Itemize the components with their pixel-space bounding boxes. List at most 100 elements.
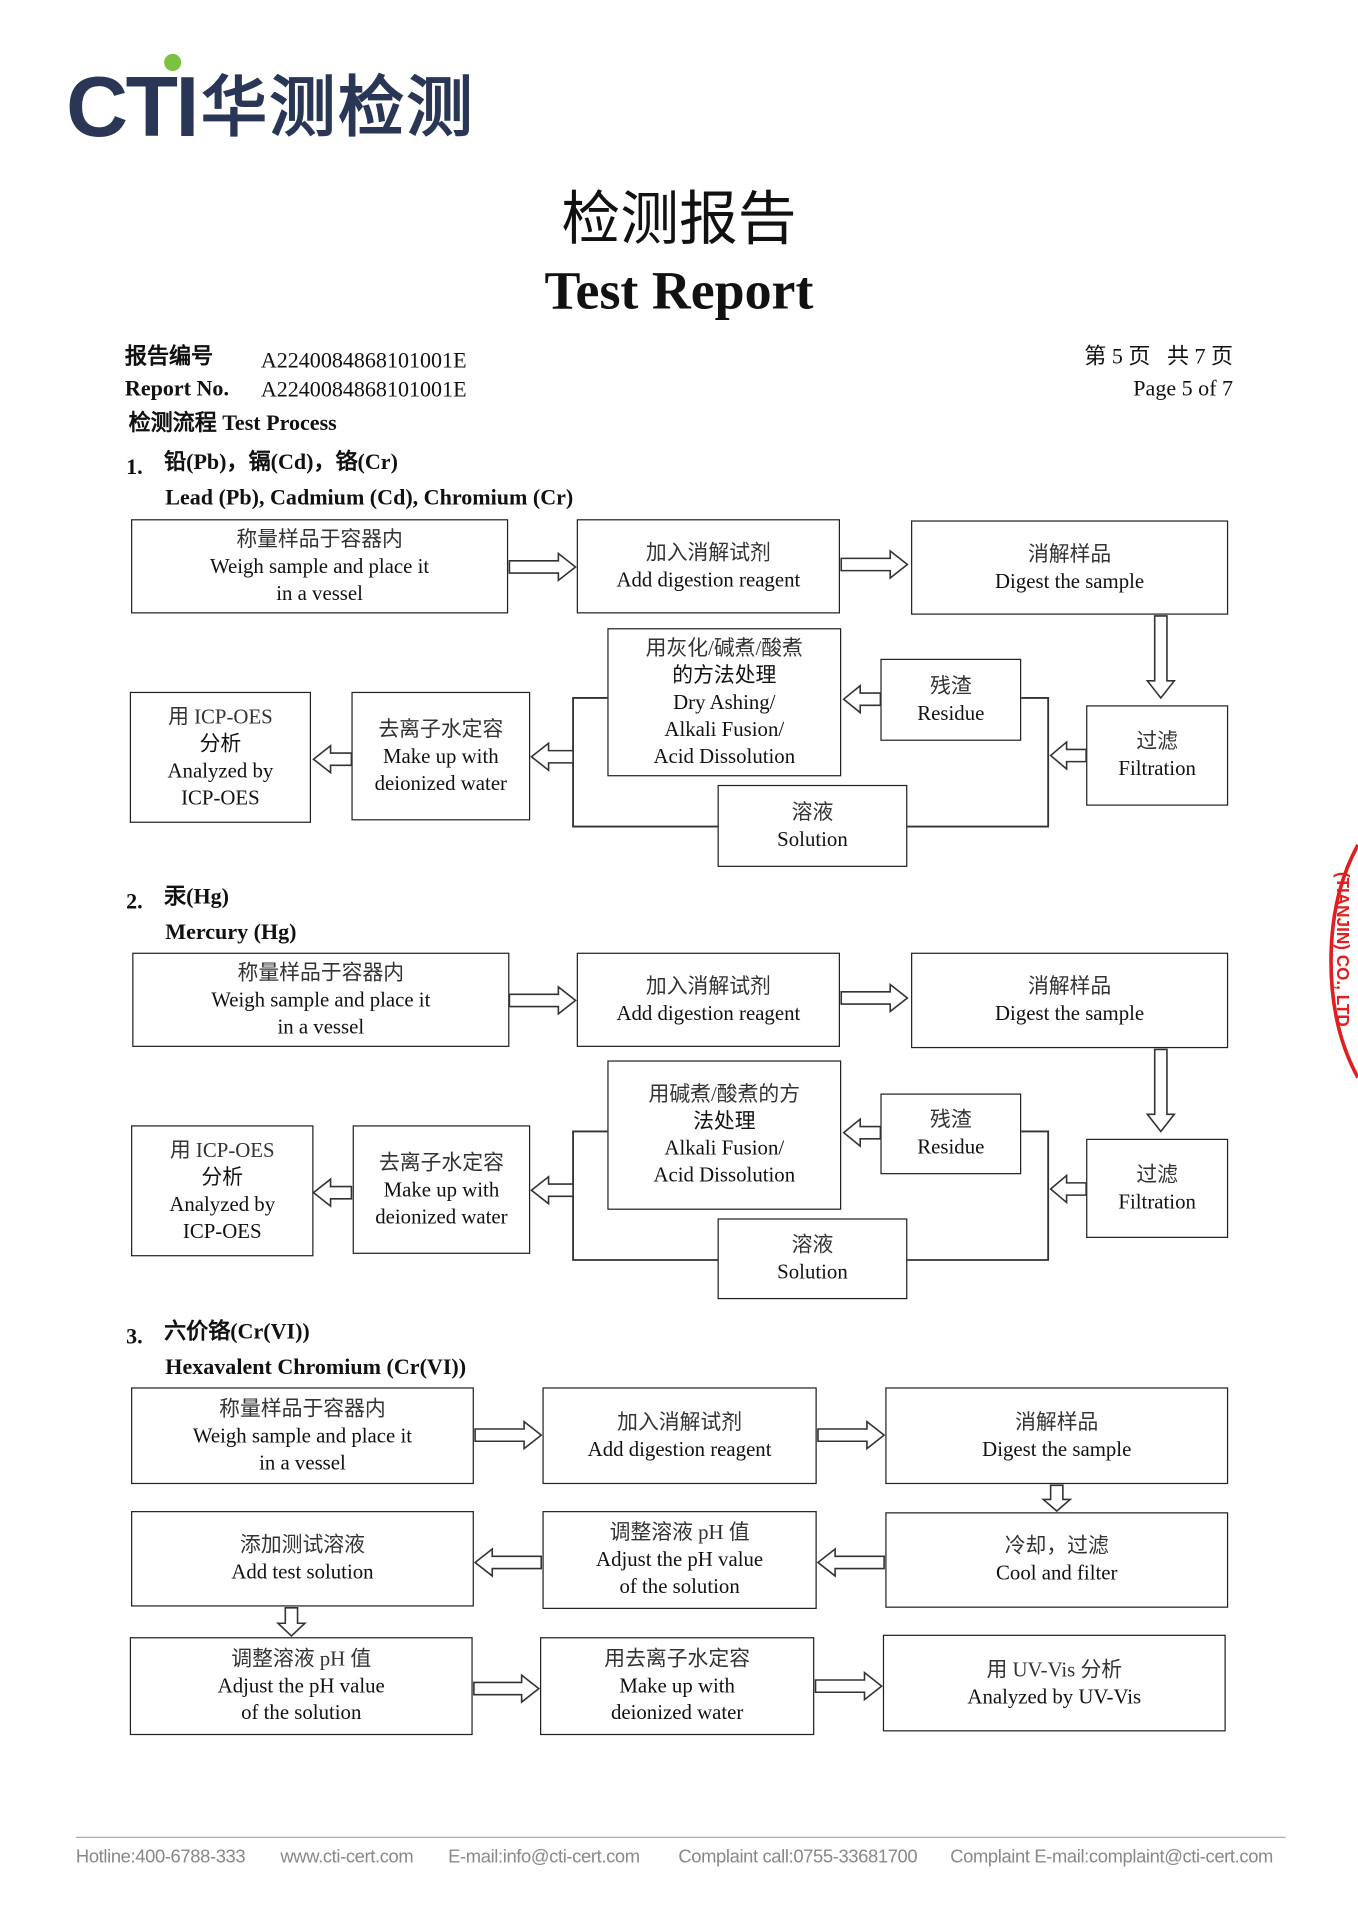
flow-connector-line — [907, 697, 1050, 828]
step-text: Alkali Fusion/ — [664, 1136, 785, 1160]
step-text: Acid Dissolution — [653, 743, 796, 768]
logo-chinese: 华测检测 — [200, 68, 476, 146]
step-box-uvvis-analysis: 用 UV-Vis 分析 Analyzed by UV-Vis — [882, 1634, 1226, 1732]
step-text: deionized water — [375, 1204, 508, 1228]
step-text: 法处理 — [693, 1109, 756, 1133]
step-text: 溶液 — [791, 800, 834, 824]
footer-complaint-call: Complaint call:0755-33681700 — [678, 1846, 918, 1868]
flow-arrow-icon — [473, 1547, 543, 1578]
step-text: 去离子水定容 — [378, 1150, 504, 1174]
flow-arrow-icon — [1049, 1173, 1087, 1205]
step-text: 加入消解试剂 — [645, 974, 771, 998]
step-text: ICP-OES — [181, 785, 260, 809]
step-text: Residue — [917, 701, 985, 725]
title-english: Test Report — [544, 260, 814, 321]
footer-complaint-email[interactable]: Complaint E-mail:complaint@cti-cert.com — [950, 1846, 1274, 1868]
step-text: in a vessel — [277, 1014, 365, 1038]
step-text: Filtration — [1118, 756, 1196, 781]
flow-arrow-icon — [1041, 1484, 1073, 1513]
step-text: Filtration — [1118, 1189, 1196, 1213]
step-text: Acid Dissolution — [653, 1163, 796, 1187]
step-text: 消解样品 — [1027, 974, 1112, 998]
footer-website[interactable]: www.cti-cert.com — [280, 1846, 414, 1868]
step-text: 溶液 — [791, 1233, 834, 1257]
step-text: 调整溶液 pH 值 — [609, 1520, 750, 1545]
step-text: Solution — [777, 827, 848, 851]
step-text: Make up with — [383, 1177, 500, 1201]
step-box-weigh-sample: 称量样品于容器内 Weigh sample and place it in a ve… — [131, 519, 509, 614]
step-text: 残渣 — [930, 1108, 972, 1132]
page-indicator-en: Page 5 of 7 — [1133, 375, 1234, 401]
step-text: 冷却，过滤 — [1004, 1534, 1109, 1558]
section-title-cn: 汞(Hg) — [164, 884, 229, 909]
step-text: 称量样品于容器内 — [236, 527, 403, 551]
step-text: Analyzed by — [167, 758, 274, 782]
step-text: Make up with — [383, 743, 499, 768]
section-title-en: Hexavalent Chromium (Cr(VI)) — [165, 1354, 467, 1379]
flow-arrow-icon — [840, 982, 909, 1014]
step-text: in a vessel — [276, 581, 363, 605]
process-heading: 检测流程 Test Process — [128, 410, 337, 435]
company-stamp — [1329, 844, 1358, 1079]
flow-arrow-icon — [508, 551, 577, 583]
step-text: deionized water — [610, 1700, 744, 1725]
step-box-make-up-volume: 去离子水定容 Make up with deionized water — [352, 1125, 531, 1254]
page-indicator-cn: 第 5 页 共 7 页 — [1084, 344, 1234, 369]
step-text: 用 UV-Vis 分析 — [986, 1657, 1123, 1681]
step-text: 分析 — [201, 1165, 244, 1189]
step-box-cool-filter: 冷却，过滤 Cool and filter — [885, 1512, 1229, 1608]
section-title-cn: 六价铬(Cr(VI)) — [164, 1318, 310, 1344]
flow-arrow-icon — [530, 741, 574, 772]
section-number: 2. — [126, 888, 143, 914]
flow-arrow-icon — [814, 1671, 883, 1702]
footer-email[interactable]: E-mail:info@cti-cert.com — [448, 1846, 640, 1868]
flow-connector-line — [572, 1130, 718, 1261]
flow-arrow-icon — [1145, 615, 1176, 700]
step-text: Adjust the pH value — [596, 1547, 764, 1572]
logo-brand: CTI — [66, 58, 199, 155]
flow-arrow-icon — [842, 684, 882, 715]
flow-arrow-icon — [312, 1177, 353, 1208]
step-text: 用 ICP-OES — [168, 704, 273, 728]
section-number: 3. — [126, 1323, 143, 1349]
step-text: ICP-OES — [182, 1218, 262, 1243]
step-text: Digest the sample — [995, 568, 1145, 593]
step-text: Weigh sample and place it — [210, 554, 430, 578]
step-text: deionized water — [374, 770, 508, 795]
step-text: Analyzed by — [169, 1192, 276, 1216]
report-no-label-en: Report No. — [124, 375, 229, 401]
flow-arrow-icon — [1049, 740, 1087, 771]
step-text: Weigh sample and place it — [192, 1423, 413, 1447]
step-text: Analyzed by UV-Vis — [967, 1684, 1142, 1708]
step-text: 称量样品于容器内 — [237, 960, 405, 984]
step-text: Cool and filter — [996, 1561, 1118, 1585]
flow-connector-line — [572, 697, 718, 828]
title-chinese: 检测报告 — [561, 187, 797, 253]
step-text: 去离子水定容 — [378, 716, 504, 741]
flow-arrow-icon — [508, 985, 577, 1016]
step-text: Digest the sample — [982, 1436, 1132, 1461]
step-text: 添加测试溶液 — [240, 1533, 365, 1557]
step-text: 加入消解试剂 — [645, 540, 771, 564]
flow-arrow-icon — [816, 1547, 885, 1578]
step-text: Adjust the pH value — [217, 1673, 385, 1698]
